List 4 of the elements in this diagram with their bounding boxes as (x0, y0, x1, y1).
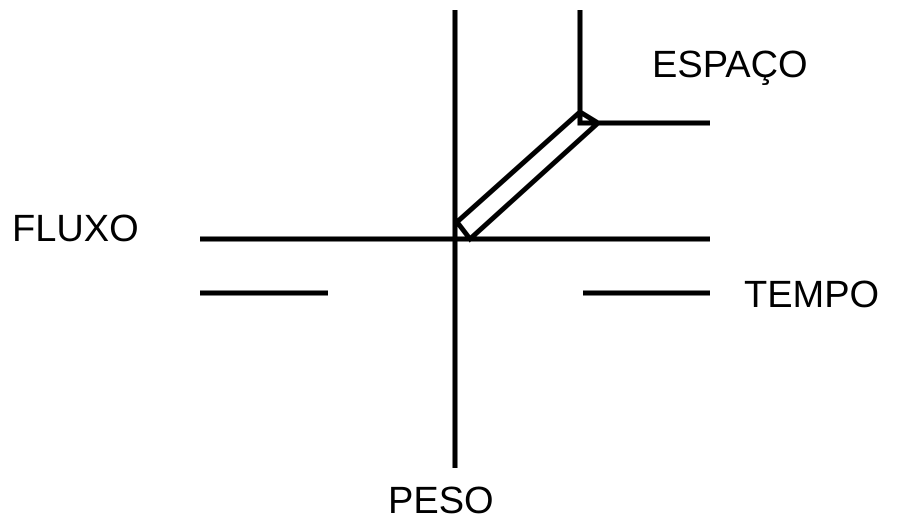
axis-label: FLUXO (12, 210, 139, 248)
axis-label: TEMPO (744, 276, 880, 314)
axis-label: PESO (388, 482, 494, 520)
axis-label: ESPAÇO (652, 46, 808, 84)
